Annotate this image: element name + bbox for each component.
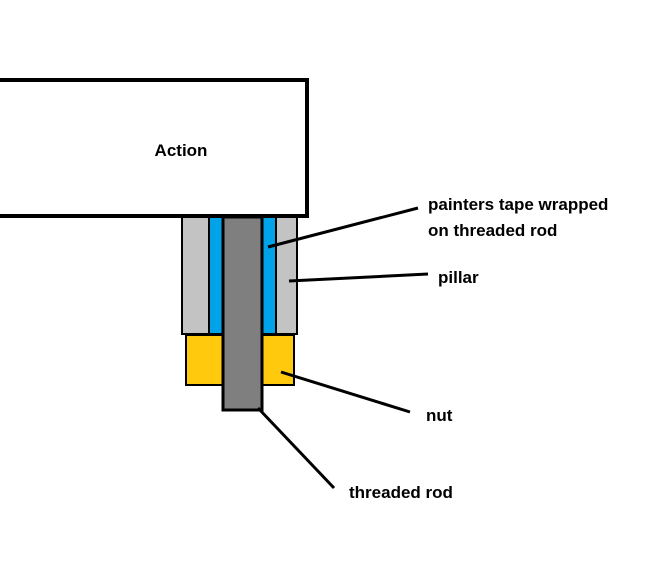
pillar-label: pillar [438,268,479,287]
action-label: Action [155,141,208,160]
painters-tape-right [261,216,277,335]
tape-label-line1: painters tape wrapped [428,195,608,214]
nut-leader-line [280,370,411,414]
threaded-rod-label: threaded rod [349,483,453,502]
painters-tape-left [208,216,224,335]
action-block [0,78,309,218]
rod-leader-line [256,406,336,490]
tape-label-line2: on threaded rod [428,221,557,240]
nut-label: nut [426,406,453,425]
threaded-rod [221,215,264,412]
pillar-leader-line [288,272,429,283]
tape-leader-line [267,206,419,249]
